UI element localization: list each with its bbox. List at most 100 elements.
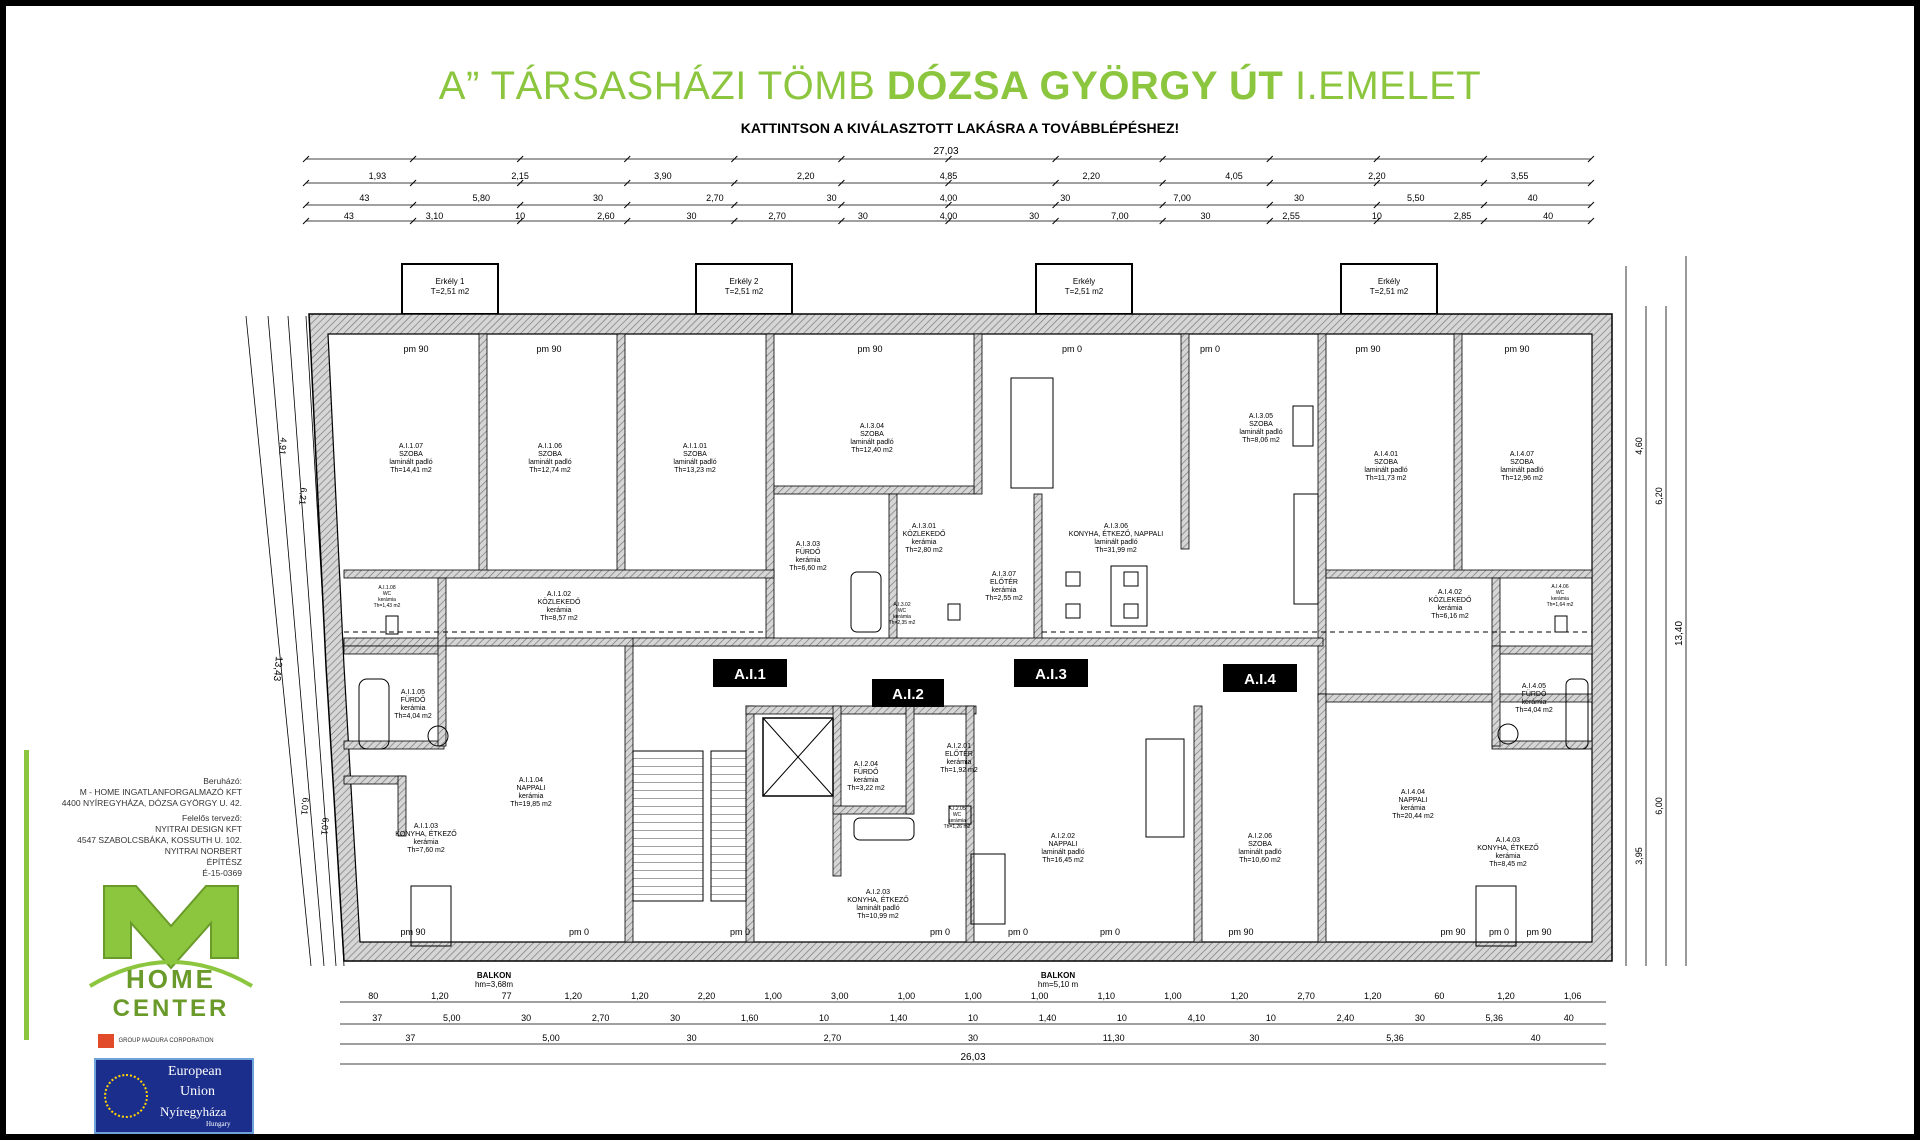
dim-tick bbox=[945, 217, 952, 225]
window-label: pm 90 bbox=[400, 927, 425, 937]
room-floor: laminált padló bbox=[389, 459, 432, 466]
apartment-a-i-4-button[interactable]: A.I.4 bbox=[1223, 664, 1297, 692]
dim-label: 1,20 bbox=[1497, 991, 1515, 1001]
dim-label: 30 bbox=[687, 1033, 697, 1043]
room-floor: kerámia bbox=[796, 557, 821, 564]
dim-tick bbox=[1159, 217, 1167, 225]
dim-label: 2,70 bbox=[768, 211, 786, 221]
dim-tick bbox=[623, 155, 631, 163]
dim-label: 37 bbox=[372, 1013, 382, 1023]
credit-designer-address: 4547 SZABOLCSBÁKA, KOSSUTH U. 102. bbox=[77, 835, 242, 845]
window-label: pm 90 bbox=[1228, 927, 1253, 937]
room-name: ELŐTÉR bbox=[945, 749, 973, 758]
dim-tick bbox=[1373, 155, 1381, 163]
dim-label: 1,00 bbox=[964, 991, 982, 1001]
dim-label: 37 bbox=[405, 1033, 415, 1043]
dim-tick bbox=[409, 179, 417, 187]
dim-tick bbox=[1587, 179, 1595, 187]
balcony-outline bbox=[695, 263, 793, 315]
room-area: Th=13,23 m2 bbox=[674, 467, 716, 474]
balcony-outline bbox=[1340, 263, 1438, 315]
dim-left-outer: 13,43 bbox=[271, 656, 284, 682]
room-area: Th=31,99 m2 bbox=[1095, 547, 1137, 554]
title-floor: I.EMELET bbox=[1294, 64, 1482, 108]
dim-label: 40 bbox=[1564, 1013, 1574, 1023]
dimensions-right bbox=[1625, 256, 1687, 966]
room-floor: kerámia bbox=[947, 759, 972, 766]
room-area: Th=3,22 m2 bbox=[847, 785, 885, 792]
room-area: Th=8,45 m2 bbox=[1489, 861, 1527, 868]
room-floor: kerámia bbox=[1522, 699, 1547, 706]
room-area: Th=1,92 m2 bbox=[940, 767, 978, 774]
dim-label: 30 bbox=[521, 1013, 531, 1023]
dim-tick bbox=[1159, 179, 1167, 187]
dim-label: 10 bbox=[1266, 1013, 1276, 1023]
apartment-a-i-3-button[interactable]: A.I.3 bbox=[1014, 659, 1088, 687]
room-id: A.I.4.03 bbox=[1496, 837, 1520, 844]
room-id: A.I.1.07 bbox=[399, 443, 423, 450]
room-id: A.I.1.05 bbox=[401, 689, 425, 696]
dim-tick bbox=[730, 201, 738, 209]
dim-label: 2,70 bbox=[1297, 991, 1315, 1001]
room-name: NAPPALI bbox=[1048, 841, 1077, 848]
logo-center-text: CENTER bbox=[113, 995, 230, 1022]
room-name: WC bbox=[1556, 590, 1565, 596]
room-floor: kerámia bbox=[1496, 853, 1521, 860]
dim-tick bbox=[1266, 179, 1274, 187]
dim-label: 7,00 bbox=[1173, 193, 1191, 203]
dim-label: 30 bbox=[1294, 193, 1304, 203]
dim-label: 4,00 bbox=[940, 193, 958, 203]
dimensions-bottom bbox=[340, 1001, 1606, 1065]
room-area: Th=14,41 m2 bbox=[390, 467, 432, 474]
apartment-a-i-1-button[interactable]: A.I.1 bbox=[713, 659, 787, 687]
room-id: A.I.3.01 bbox=[912, 523, 936, 530]
room-area: Th=1,26 m2 bbox=[944, 824, 971, 830]
room-floor: laminált padló bbox=[850, 439, 893, 446]
home-center-logo: HOME CENTER bbox=[88, 885, 254, 1022]
page-frame: A” TÁRSASHÁZI TÖMB DÓZSA GYÖRGY ÚT I.EME… bbox=[6, 6, 1914, 1134]
dim-label: 30 bbox=[968, 1033, 978, 1043]
credit-designer-firm: NYITRAI DESIGN KFT bbox=[155, 824, 242, 834]
room-area: Th=10,99 m2 bbox=[857, 913, 899, 920]
room-floor: kerámia bbox=[519, 793, 544, 800]
apartment-a-i-2-button[interactable]: A.I.2 bbox=[872, 679, 944, 707]
room-area: Th=19,85 m2 bbox=[510, 801, 552, 808]
room-name: KÖZLEKEDŐ bbox=[538, 597, 581, 606]
dim-label: 1,40 bbox=[1039, 1013, 1057, 1023]
room-floor: laminált padló bbox=[673, 459, 716, 466]
dim-tick bbox=[730, 217, 738, 225]
room-floor: kerámia bbox=[401, 705, 426, 712]
dim-tick bbox=[1373, 179, 1381, 187]
dim-tick bbox=[945, 155, 952, 163]
title-prefix: A” TÁRSASHÁZI TÖMB bbox=[438, 64, 876, 108]
dim-right-outer: 13,40 bbox=[1674, 621, 1685, 646]
dim-label: 2,70 bbox=[706, 193, 724, 203]
room-id: A.I.2.01 bbox=[947, 743, 971, 750]
dim-tick bbox=[623, 217, 631, 225]
dim-label: 3,10 bbox=[426, 211, 444, 221]
dim-label: 4,10 bbox=[1188, 1013, 1206, 1023]
madura-icon bbox=[98, 1033, 114, 1048]
room-id: A.I.1.02 bbox=[547, 591, 571, 598]
room-floor: kerámia bbox=[1551, 596, 1569, 602]
window-label: pm 90 bbox=[403, 344, 428, 354]
balcony-area: T=2,51 m2 bbox=[1370, 287, 1409, 296]
dim-label: 2,85 bbox=[1454, 211, 1472, 221]
balcony-area: hm=5,10 m bbox=[1038, 980, 1079, 989]
dim-tick bbox=[1587, 155, 1595, 163]
room-area: Th=1,64 m2 bbox=[1547, 602, 1574, 608]
dim-label: 43 bbox=[344, 211, 354, 221]
dim-tick bbox=[516, 179, 524, 187]
window-label: pm 90 bbox=[1440, 927, 1465, 937]
dim-label: 80 bbox=[368, 991, 378, 1001]
dim-label: 30 bbox=[827, 193, 837, 203]
room-floor: laminált padló bbox=[1239, 429, 1282, 436]
room-id: A.I.2.04 bbox=[854, 761, 878, 768]
room-area: Th=6,16 m2 bbox=[1431, 613, 1469, 620]
eu-badge: European Union Nyíregyháza Hungary bbox=[94, 1058, 254, 1134]
balcony-name: Erkély bbox=[1073, 277, 1095, 286]
room-area: Th=2,55 m2 bbox=[985, 595, 1023, 602]
dim-label: 4,85 bbox=[940, 171, 958, 181]
dim-left-mid: 4,916,216,016,01 bbox=[277, 437, 330, 835]
